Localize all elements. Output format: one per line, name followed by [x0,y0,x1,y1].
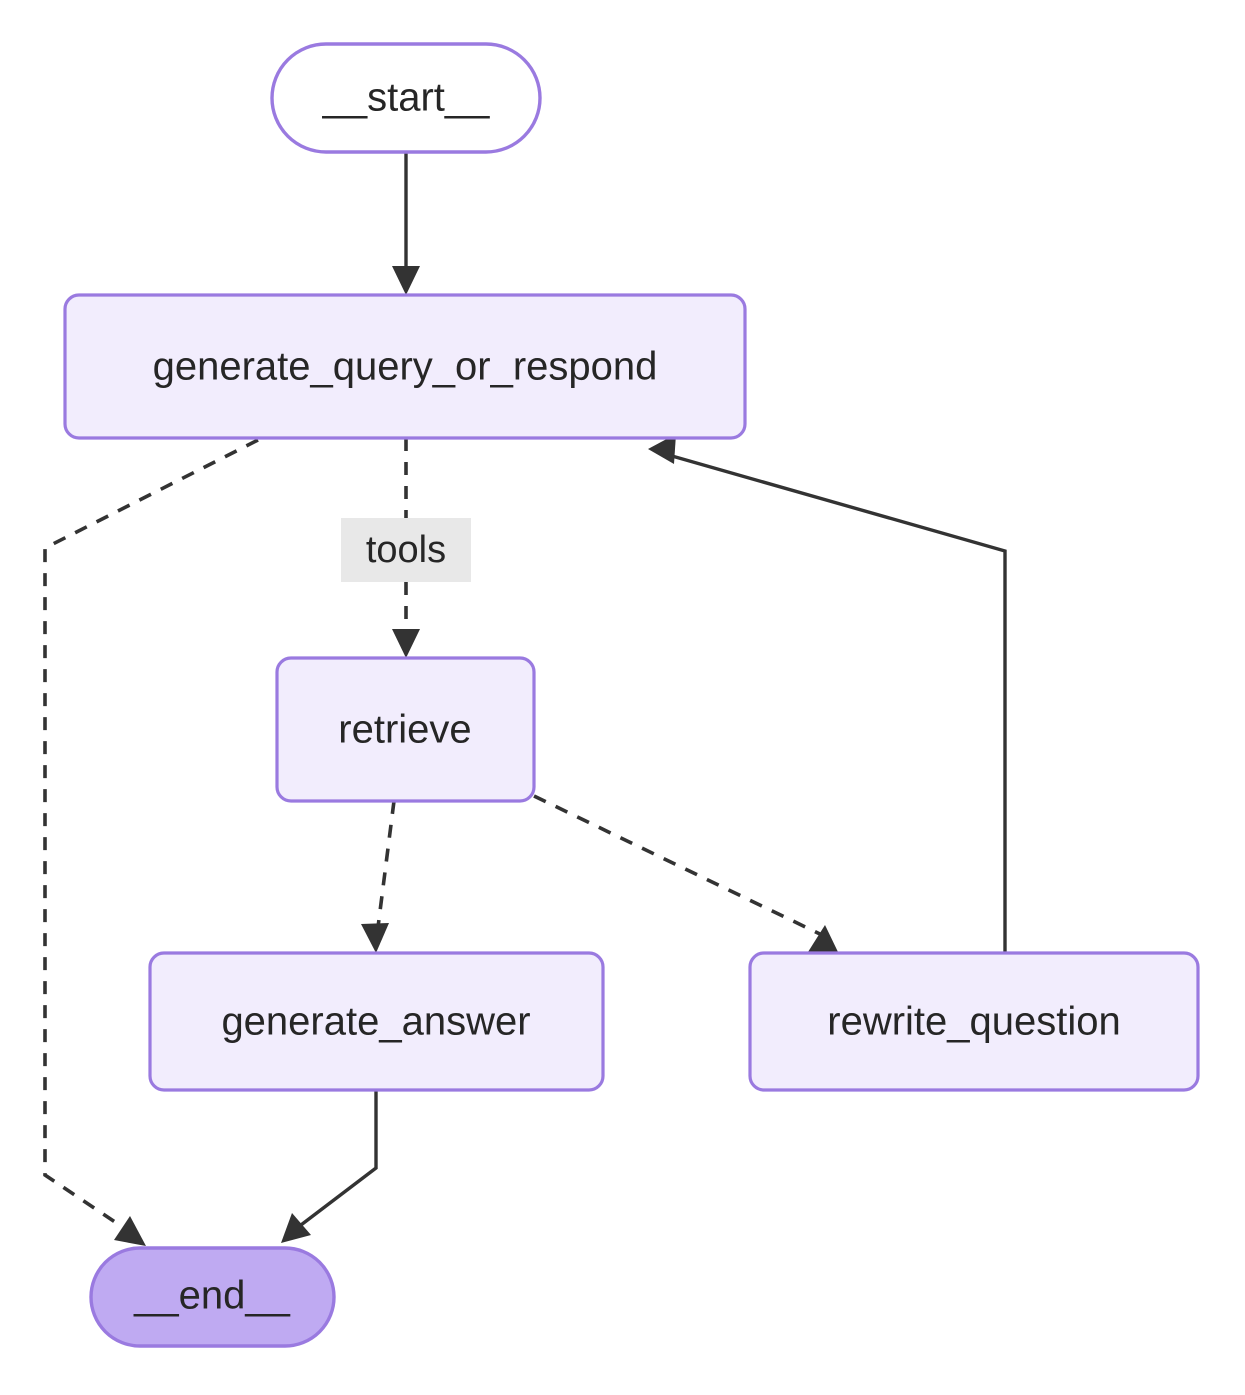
edge-start-to-generate-query-or-respond [392,152,420,295]
edge-path [43,438,259,1234]
edge-label-text: tools [366,529,446,571]
node-generate-answer-label: generate_answer [221,1000,530,1044]
edge-generate-query-or-respond-to-end [43,438,259,1246]
node-generate-query-or-respond-shape[interactable] [63,293,747,440]
nodes-layer: __start__ generate_query_or_respond retr… [63,42,1200,1348]
edge-path [671,454,1007,953]
arrowhead-icon [392,266,420,295]
node-generate-answer[interactable]: generate_answer [148,951,605,1092]
edge-generate-answer-to-end [281,1090,378,1243]
arrowhead-icon [808,925,838,952]
node-rewrite-question-shape[interactable] [748,951,1200,1092]
edge-rewrite-question-to-generate-query-or-respond [648,434,1007,953]
arrowhead-icon [392,629,420,658]
edge-path [295,1090,378,1230]
arrowhead-icon [361,923,389,953]
node-start[interactable]: __start__ [270,42,542,154]
edge-path [375,800,396,936]
node-start-label: __start__ [322,76,491,120]
node-end-shape[interactable] [89,1246,336,1348]
node-end[interactable]: __end__ [89,1246,336,1348]
node-rewrite-question[interactable]: rewrite_question [748,951,1200,1092]
edge-label-background [341,518,471,582]
edge-retrieve-to-rewrite-question [533,794,838,952]
arrowhead-icon [281,1213,311,1243]
edge-retrieve-to-generate-answer [361,800,396,953]
node-generate-query-or-respond[interactable]: generate_query_or_respond [63,293,747,440]
edge-label-tools: tools [341,518,471,582]
edges-layer: tools [43,152,1007,1246]
node-rewrite-question-label: rewrite_question [827,1000,1121,1044]
arrowhead-icon [114,1216,146,1246]
node-generate-answer-shape[interactable] [148,951,605,1092]
node-start-shape[interactable] [270,42,542,154]
node-end-label: __end__ [133,1274,290,1318]
node-retrieve-shape[interactable] [275,656,536,803]
edge-path [533,794,823,937]
node-retrieve[interactable]: retrieve [275,656,536,803]
node-generate-query-or-respond-label: generate_query_or_respond [153,345,658,389]
arrowhead-icon [648,434,676,464]
node-retrieve-label: retrieve [338,708,471,752]
